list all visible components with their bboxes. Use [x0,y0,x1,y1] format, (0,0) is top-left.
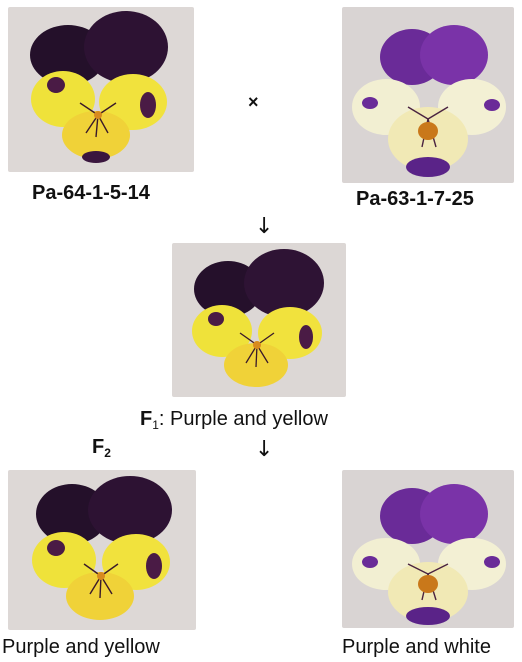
f1-caption: F1: Purple and yellow [140,408,328,432]
f2-generation-sub: 2 [104,446,111,460]
f2-label: F2 [92,436,111,460]
f1-flower-image [172,243,346,397]
parent1-label: Pa-64-1-5-14 [32,182,150,205]
f1-generation-sub: 1 [152,418,159,432]
f2-right-caption: Purple and white [342,636,491,659]
arrow-down-icon: ↓ [255,437,273,462]
f2-left-caption: Purple and yellow [2,636,160,659]
f1-phenotype: : Purple and yellow [159,408,328,430]
cross-symbol: × [248,92,259,113]
parent2-label: Pa-63-1-7-25 [356,188,474,211]
parent1-flower-image [8,7,194,172]
f1-generation: F [140,408,152,430]
parent2-flower-image [342,7,514,183]
f2-left-flower-image [8,470,196,630]
f2-right-flower-image [342,470,514,628]
arrow-down-icon: ↓ [255,214,273,239]
f2-generation: F [92,436,104,458]
